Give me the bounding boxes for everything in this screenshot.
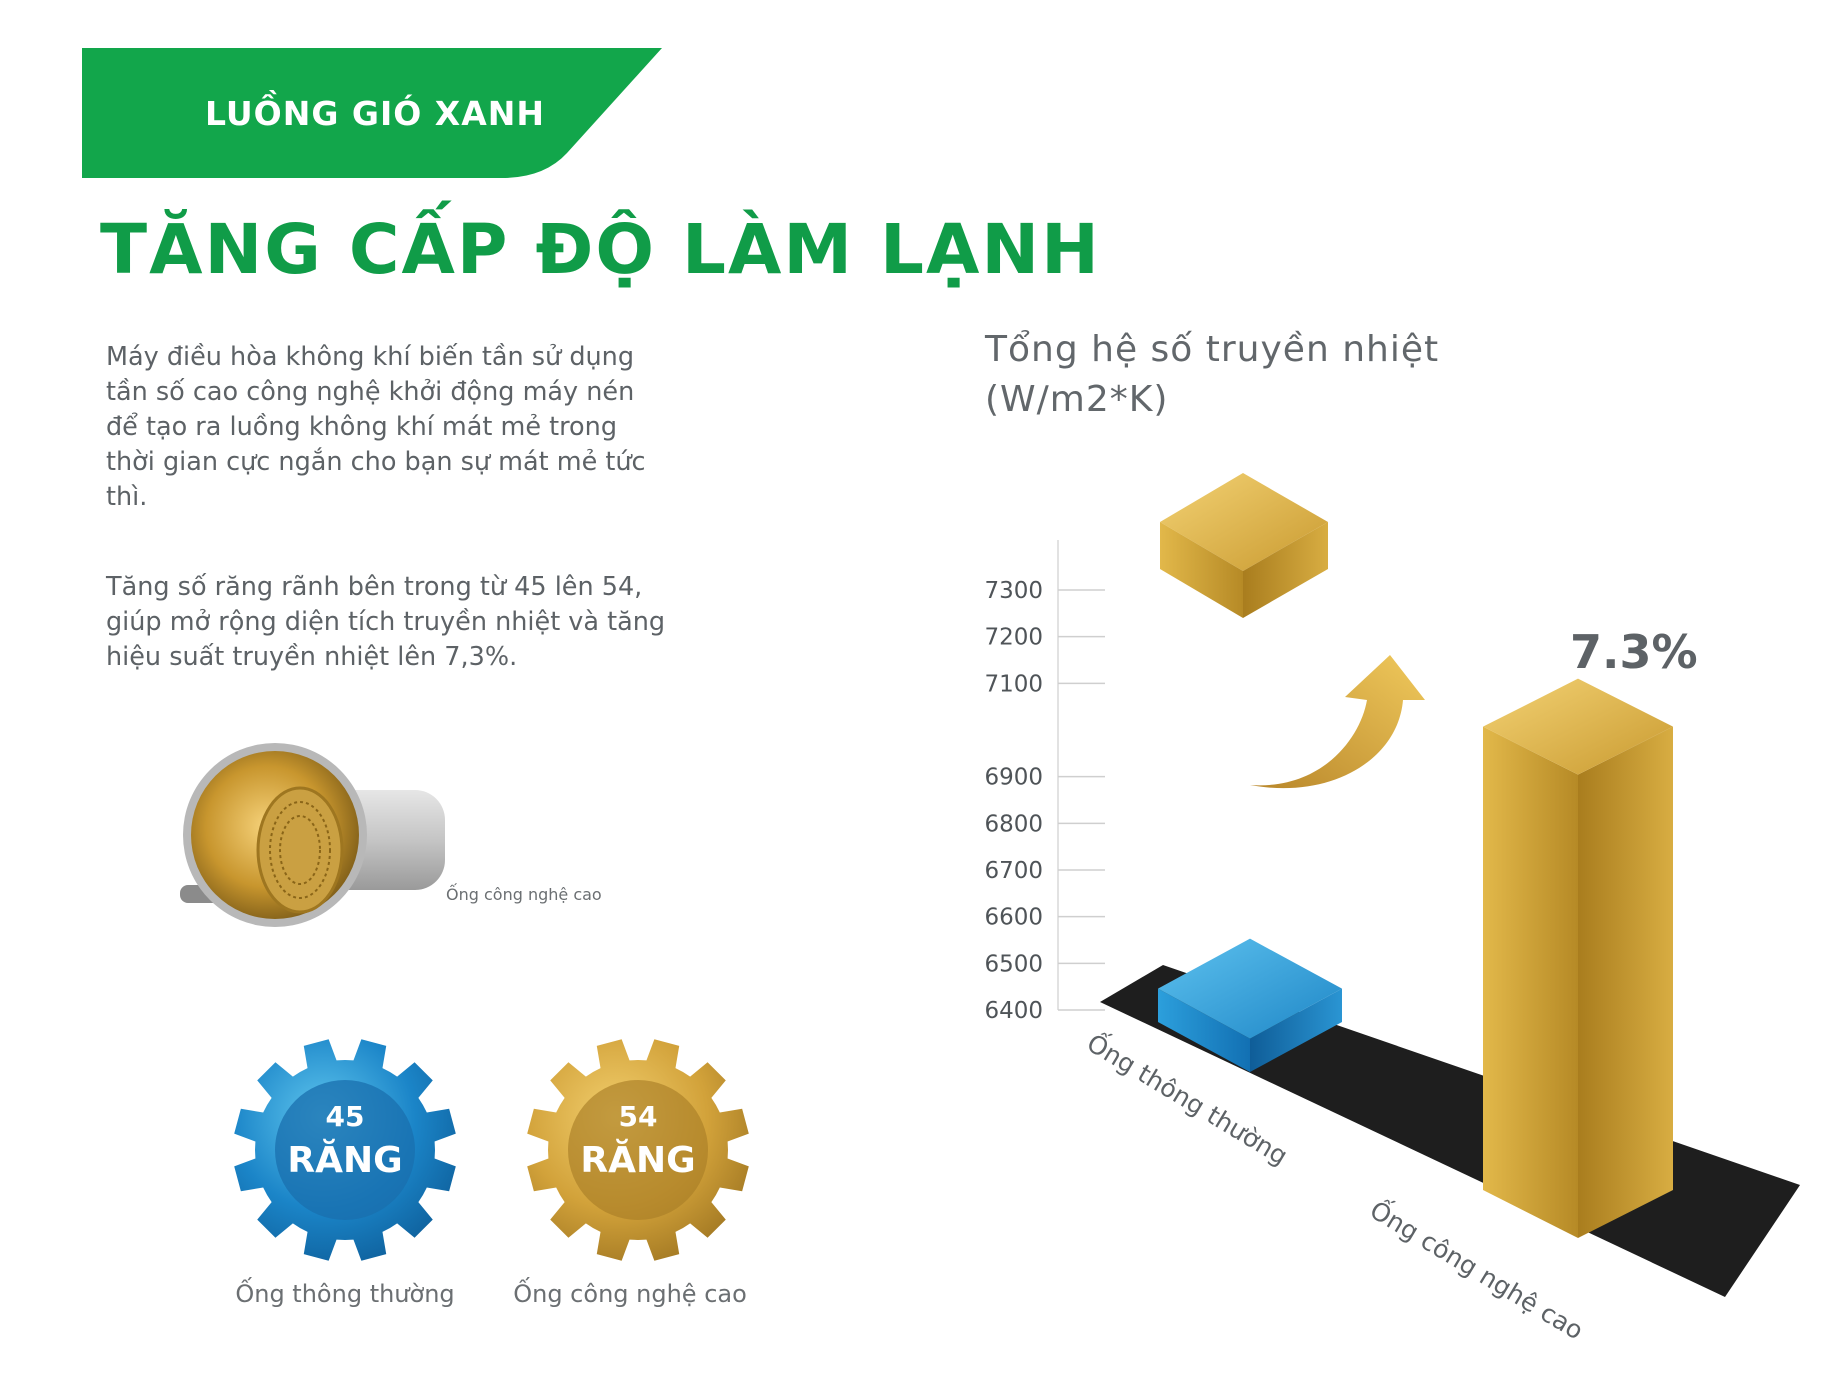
bar-top-face xyxy=(1158,938,1342,1039)
bar-1 xyxy=(1483,678,1673,1238)
intro-paragraph-2: Tăng số răng rãnh bên trong từ 45 lên 54… xyxy=(106,572,666,672)
y-tick-label: 7200 xyxy=(984,625,1043,651)
bar-front-face xyxy=(1483,726,1578,1238)
intro-paragraph-1: Máy điều hòa không khí biến tần sử dụng … xyxy=(106,342,646,512)
bar-side-face xyxy=(1250,988,1342,1072)
banner-label: LUỒNG GIÓ XANH xyxy=(205,94,546,133)
gear-blue-number: 45 xyxy=(325,1100,365,1133)
chart-percent-annotation: 7.3% xyxy=(1570,625,1698,679)
page-title: TĂNG CẤP ĐỘ LÀM LẠNH xyxy=(100,210,1101,290)
gear-gold-icon xyxy=(527,1039,749,1261)
bar-side-face xyxy=(1578,726,1673,1238)
pipe-caption: Ống công nghệ cao xyxy=(446,885,602,904)
y-tick-label: 6700 xyxy=(984,858,1043,884)
chart-title: Tổng hệ số truyền nhiệt (W/m2*K) xyxy=(985,329,1440,420)
gear-gold-caption: Ống công nghệ cao xyxy=(513,1280,747,1308)
bar-front-face xyxy=(1158,988,1250,1072)
bar-top-face xyxy=(1483,678,1673,775)
increase-arrow-icon xyxy=(1250,655,1425,789)
floating-cube-decoration xyxy=(1160,473,1328,618)
y-tick-label: 6600 xyxy=(984,905,1043,931)
y-tick-label: 6500 xyxy=(984,951,1043,977)
header-banner xyxy=(82,48,662,178)
y-tick-label: 6400 xyxy=(984,998,1043,1024)
y-tick-label: 6800 xyxy=(984,811,1043,837)
y-tick-label: 7300 xyxy=(984,578,1043,604)
gear-gold-word: RĂNG xyxy=(580,1140,696,1181)
gear-blue-word: RĂNG xyxy=(287,1140,403,1181)
bar-0 xyxy=(1158,938,1342,1072)
gear-gold-number: 54 xyxy=(618,1100,658,1133)
gear-blue-caption: Ống thông thường xyxy=(235,1280,455,1308)
y-tick-label: 7100 xyxy=(984,671,1043,697)
gear-blue-icon xyxy=(234,1039,456,1261)
y-tick-label: 6900 xyxy=(984,765,1043,791)
pipe-illustration xyxy=(180,743,445,927)
